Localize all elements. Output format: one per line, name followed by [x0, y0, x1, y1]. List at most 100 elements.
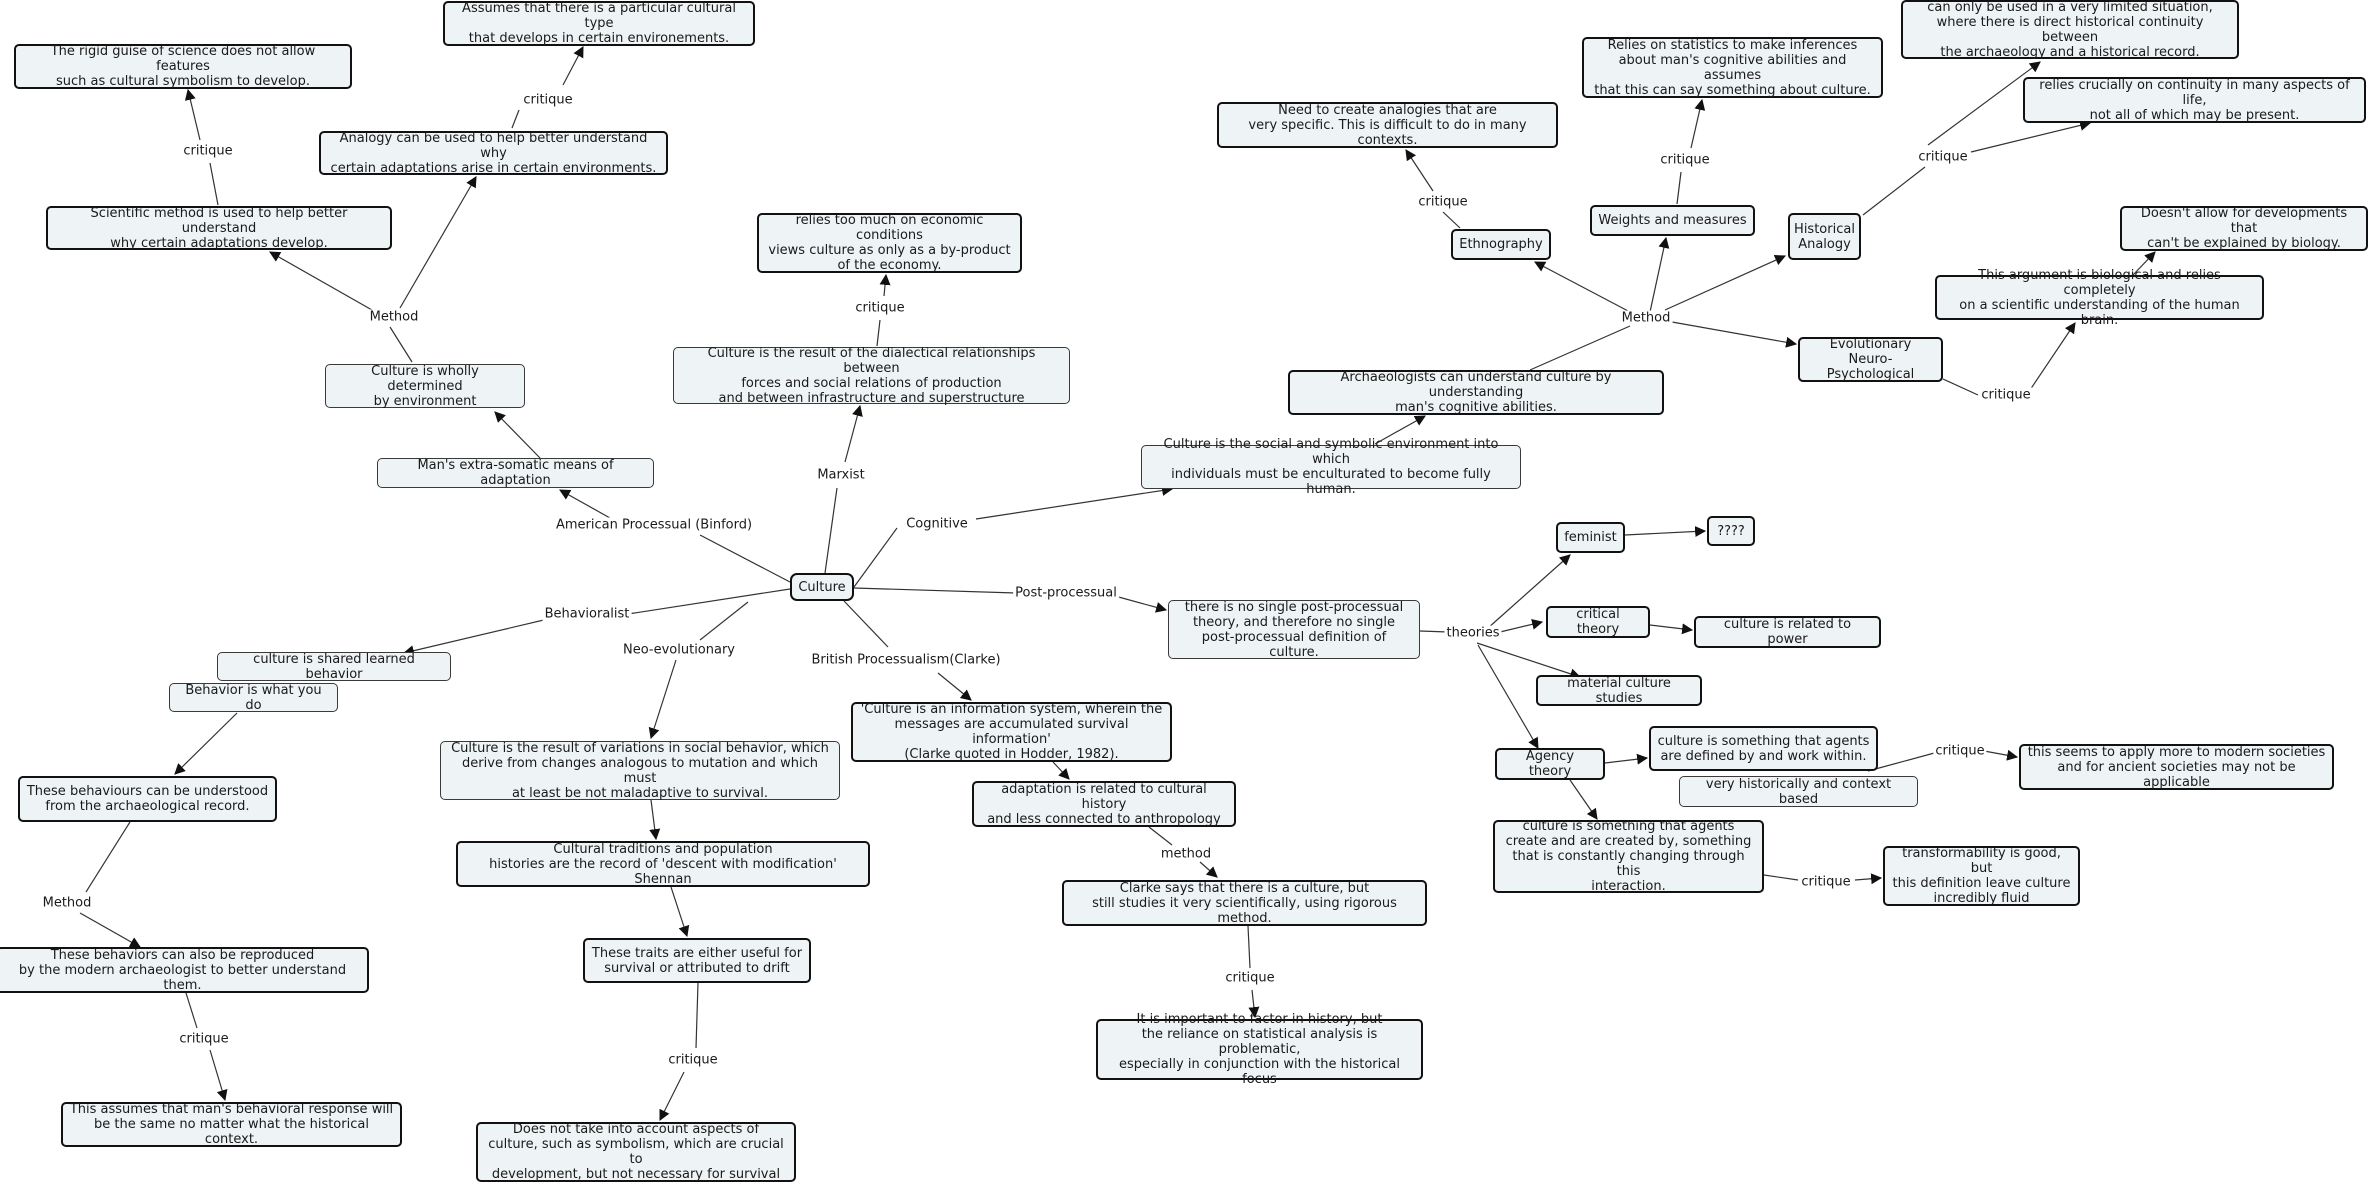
node-relies-on-continuity[interactable]: relies crucially on continuity in many a…: [2023, 77, 2366, 123]
node-weights-and-measures[interactable]: Weights and measures: [1590, 205, 1755, 236]
node-variations-social-behavior[interactable]: Culture is the result of variations in s…: [440, 741, 840, 801]
connector: [659, 1071, 685, 1121]
connector: [1248, 989, 1260, 1019]
connector: [269, 251, 373, 311]
node-assumes-cultural-type[interactable]: Assumes that there is a particular cultu…: [443, 1, 755, 46]
node-behavioral-response[interactable]: This assumes that man's behavioral respo…: [61, 1102, 402, 1147]
node-symbolism-critique[interactable]: Does not take into account aspects of cu…: [476, 1122, 796, 1182]
node-unknown[interactable]: ????: [1707, 516, 1755, 546]
node-no-developments-biology[interactable]: Doesn't allow for developments that can'…: [2120, 206, 2368, 251]
label-critique-ethnography: critique: [1416, 194, 1470, 210]
connector: [853, 587, 1017, 594]
node-relies-on-statistics[interactable]: Relies on statistics to make inferences …: [1582, 37, 1883, 98]
connector: [399, 176, 477, 309]
connector: [209, 1049, 228, 1102]
label-critique-neo-evolutionary: critique: [666, 1052, 720, 1068]
node-evolutionary-neuro-psychological[interactable]: Evolutionary Neuro-Psychological: [1798, 337, 1943, 382]
node-material-culture-studies[interactable]: material culture studies: [1536, 675, 1702, 706]
label-critique-evolutionary: critique: [1979, 387, 2033, 403]
node-cognitive-abilities[interactable]: Archaeologists can understand culture by…: [1288, 370, 1664, 415]
node-no-single-post-processual[interactable]: there is no single post-processual theor…: [1168, 600, 1420, 660]
node-agency-theory[interactable]: Agency theory: [1495, 748, 1605, 780]
node-critical-theory[interactable]: critical theory: [1546, 606, 1650, 638]
connector: [1405, 149, 1434, 192]
node-analogies-specific[interactable]: Need to create analogies that are very s…: [1217, 102, 1558, 148]
node-ethnography[interactable]: Ethnography: [1451, 229, 1551, 260]
connector: [2132, 251, 2156, 276]
node-biological-argument[interactable]: This argument is biological and relies c…: [1935, 268, 2264, 328]
connector: [389, 326, 413, 363]
connector: [79, 912, 141, 948]
node-rigid-guise-science[interactable]: The rigid guise of science does not allo…: [14, 44, 352, 89]
node-behaviours-understood[interactable]: These behaviours can be understood from …: [18, 776, 277, 822]
connector: [699, 601, 749, 641]
connector: [1862, 166, 1926, 216]
label-neo-evolutionary: Neo-evolutionary: [620, 642, 738, 658]
connector: [627, 588, 791, 615]
node-historical-analogy[interactable]: Historical Analogy: [1788, 213, 1861, 260]
node-factor-in-history[interactable]: It is important to factor in history, bu…: [1096, 1012, 1423, 1087]
node-modern-societies[interactable]: this seems to apply more to modern socie…: [2019, 744, 2334, 790]
connector: [1499, 618, 1544, 633]
connector: [1854, 873, 1883, 885]
connector: [670, 886, 690, 938]
connector: [1529, 325, 1631, 371]
connector: [402, 618, 549, 657]
connector: [843, 600, 889, 648]
connector: [559, 489, 611, 519]
connector: [844, 404, 863, 463]
node-cultural-traditions[interactable]: Cultural traditions and population histo…: [456, 841, 870, 887]
connector: [1983, 749, 2019, 761]
label-critique-weights: critique: [1658, 152, 1712, 168]
node-transformability[interactable]: transformability is good, but this defin…: [1883, 846, 2080, 906]
node-adaptation-cultural-history[interactable]: adaptation is related to cultural histor…: [972, 781, 1236, 827]
connector: [1671, 321, 1798, 348]
node-wholly-determined-environment[interactable]: Culture is wholly determined by environm…: [325, 364, 525, 409]
node-shared-learned-behavior[interactable]: culture is shared learned behavior: [217, 652, 451, 682]
node-extra-somatic-adaptation[interactable]: Man's extra-somatic means of adaptation: [377, 458, 654, 488]
node-traits-useful-or-drift[interactable]: These traits are either useful for survi…: [583, 938, 811, 983]
node-agents-create[interactable]: culture is something that agents create …: [1493, 819, 1764, 894]
connector: [648, 659, 677, 740]
connector: [1487, 554, 1571, 629]
connector: [494, 411, 541, 459]
connector: [1763, 874, 1799, 881]
label-critique-behavioralist: critique: [177, 1031, 231, 1047]
connector: [1649, 236, 1670, 313]
node-analogy-adaptations[interactable]: Analogy can be used to help better under…: [319, 131, 668, 176]
label-method-cognitive: Method: [1619, 310, 1673, 326]
node-clarke-says[interactable]: Clarke says that there is a culture, but…: [1062, 880, 1427, 926]
node-economic-conditions[interactable]: relies too much on economic conditions v…: [757, 213, 1022, 273]
connector: [2029, 322, 2076, 391]
node-scientific-method[interactable]: Scientific method is used to help better…: [46, 206, 392, 251]
label-method-british: method: [1158, 846, 1214, 862]
node-feminist[interactable]: feminist: [1556, 522, 1625, 553]
connector: [1199, 861, 1218, 878]
connector: [1477, 644, 1539, 749]
connector: [511, 109, 520, 129]
label-american-processual: American Processual (Binford): [553, 517, 755, 533]
node-dialectical-relationships[interactable]: Culture is the result of the dialectical…: [673, 346, 1070, 406]
label-critique-assumes: critique: [521, 92, 575, 108]
connector: [1624, 526, 1707, 537]
connector: [184, 88, 201, 141]
connector: [174, 712, 238, 775]
connector: [695, 982, 699, 1049]
connector: [1148, 826, 1173, 846]
connector: [1676, 171, 1682, 205]
node-behavior-is-what-you-do[interactable]: Behavior is what you do: [169, 683, 338, 713]
node-behaviors-reproduced[interactable]: These behaviors can also be reproduced b…: [0, 947, 369, 993]
connector: [1114, 595, 1168, 613]
connector: [1942, 378, 1979, 396]
node-limited-situation[interactable]: can only be used in a very limited situa…: [1901, 0, 2239, 60]
node-social-symbolic-environment[interactable]: Culture is the social and symbolic envir…: [1141, 437, 1521, 497]
connector: [1664, 255, 1787, 311]
label-cognitive: Cognitive: [904, 516, 970, 532]
node-historically-context-based[interactable]: very historically and context based: [1679, 776, 1918, 807]
node-agents-defined-by[interactable]: culture is something that agents are def…: [1649, 726, 1878, 771]
node-culture[interactable]: Culture: [790, 573, 854, 601]
connector: [879, 273, 891, 297]
node-culture-related-to-power[interactable]: culture is related to power: [1694, 616, 1881, 648]
label-critique-rigid: critique: [181, 143, 235, 159]
node-information-system[interactable]: 'Culture is an information system, where…: [851, 702, 1172, 762]
